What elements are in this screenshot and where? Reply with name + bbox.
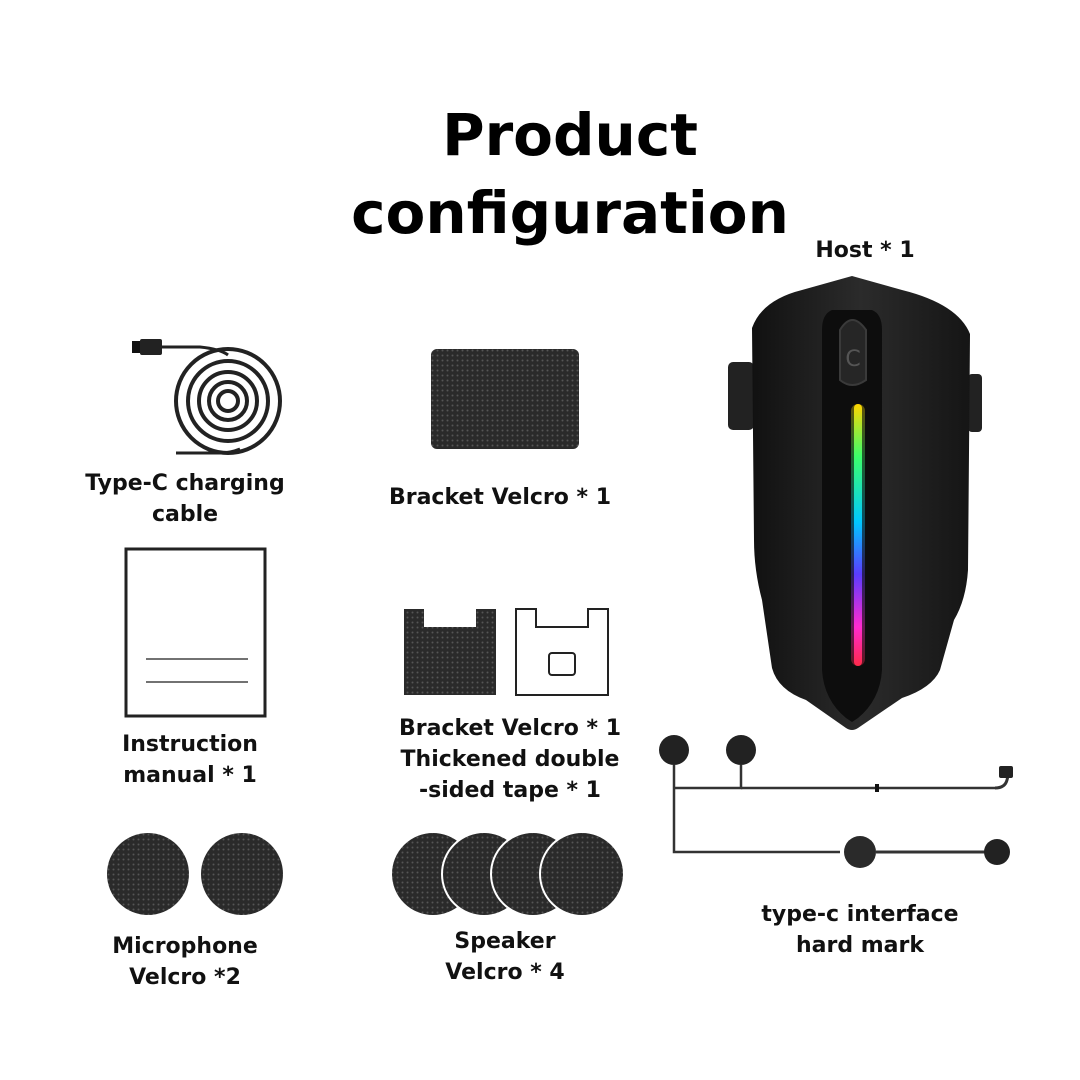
bracket-set-label: Bracket Velcro * 1 Thickened double -sid… bbox=[398, 716, 622, 803]
headset-cable-icon bbox=[659, 735, 1013, 868]
microphone-velcro-image bbox=[106, 832, 284, 916]
instruction-manual-label: Instruction manual * 1 bbox=[122, 732, 258, 788]
bracket-velcro-and-tape-icon bbox=[404, 608, 609, 696]
manual-booklet-icon bbox=[124, 547, 267, 718]
svg-text:C: C bbox=[845, 347, 860, 372]
bracket-velcro-label: Bracket Velcro * 1 bbox=[388, 485, 612, 510]
bracket-velcro-image bbox=[430, 348, 580, 450]
coiled-cable-icon bbox=[132, 339, 282, 455]
bracket-set-image bbox=[400, 605, 612, 699]
page-title: Product configuration bbox=[330, 96, 810, 252]
page-title-line1: Product bbox=[442, 101, 698, 169]
charging-cable-image bbox=[130, 335, 290, 465]
page-title-line2: configuration bbox=[351, 179, 789, 247]
host-label: Host * 1 bbox=[815, 238, 915, 263]
host-device-image: C bbox=[722, 270, 984, 745]
instruction-manual-image bbox=[124, 547, 268, 719]
speaker-velcro-image bbox=[390, 830, 626, 918]
velcro-pad-icon bbox=[431, 349, 579, 449]
microphone-velcro-discs-icon bbox=[107, 833, 283, 915]
microphone-velcro-label: Microphone Velcro *2 bbox=[112, 934, 258, 990]
headset-label: type-c interface hard mark bbox=[761, 902, 959, 958]
speaker-velcro-discs-icon bbox=[390, 831, 625, 917]
host-device-icon: C bbox=[728, 276, 982, 730]
speaker-velcro-label: Speaker Velcro * 4 bbox=[445, 929, 565, 985]
headset-image bbox=[655, 730, 1025, 880]
charging-cable-label: Type-C charging cable bbox=[85, 471, 285, 527]
